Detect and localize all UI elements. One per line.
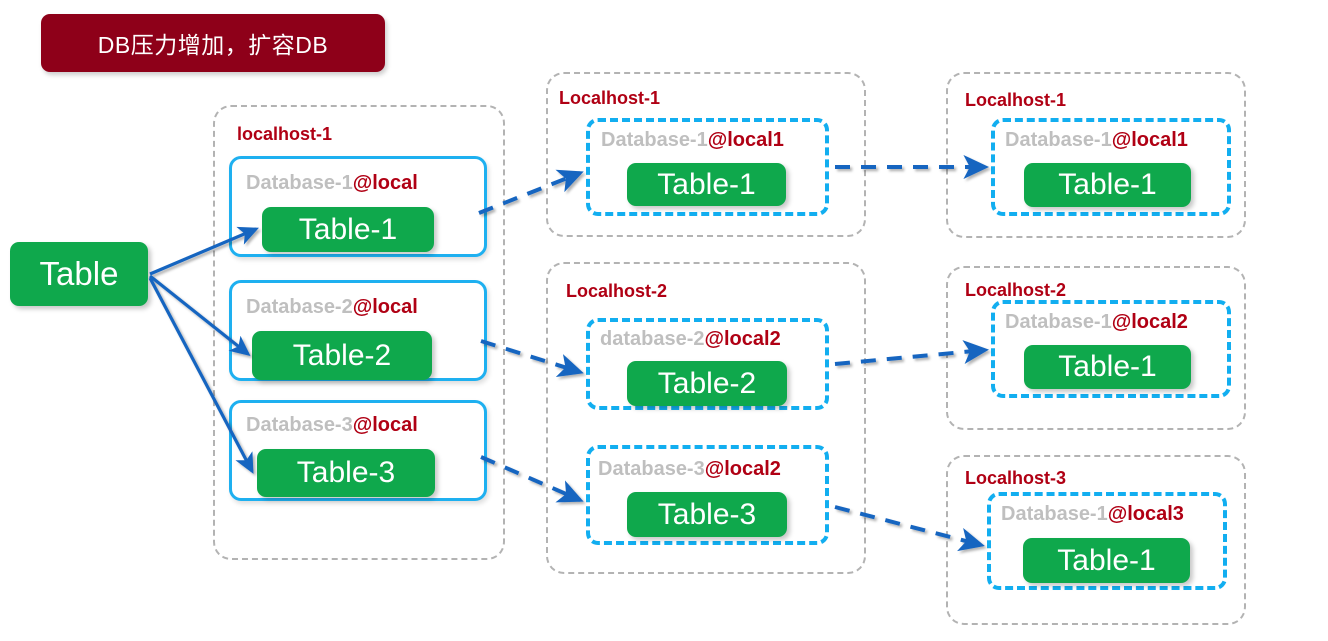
host-group-after-localhost-1	[946, 72, 1246, 238]
db-name-after-1: Database-1	[1005, 129, 1112, 151]
db-host-after-2: @local2	[1111, 311, 1188, 333]
db-box-middle-1	[586, 118, 829, 216]
db-host-before-3: @local	[352, 414, 418, 436]
db-host-before-2: @local	[352, 296, 418, 318]
host-group-middle-localhost-1	[546, 72, 866, 237]
db-label-after-1: Database-1@local1	[1005, 129, 1188, 152]
db-host-middle-2: @local2	[704, 328, 781, 350]
source-table-node: Table	[10, 242, 148, 306]
table-node-after-1: Table-1	[1024, 163, 1191, 207]
db-box-middle-3	[586, 445, 829, 545]
table-label-middle-1: Table-1	[657, 167, 756, 201]
db-host-after-1: @local1	[1111, 129, 1188, 151]
host-label-after-localhost-3: Localhost-3	[965, 468, 1067, 488]
table-label-middle-2: Table-2	[657, 366, 757, 400]
host-label-after-localhost-2: Localhost-2	[965, 280, 1067, 300]
db-label-middle-3: Database-3@local2	[598, 458, 781, 481]
table-node-before-1: Table-1	[262, 207, 434, 252]
host-group-middle-localhost-2	[546, 262, 866, 574]
db-name-middle-1: Database-1	[601, 129, 708, 151]
table-label-after-2: Table-1	[1058, 350, 1157, 383]
table-label-before-3: Table-3	[296, 456, 396, 489]
db-host-middle-3: @local2	[704, 458, 781, 480]
title-banner-text: DB压力增加，扩容DB	[97, 32, 329, 58]
db-name-before-2: Database-2	[246, 296, 353, 318]
db-name-after-3: Database-1	[1001, 503, 1108, 525]
source-table-label: Table	[39, 255, 119, 292]
table-node-middle-1: Table-1	[627, 163, 786, 206]
db-name-after-2: Database-1	[1005, 311, 1112, 333]
table-label-before-2: Table-2	[292, 338, 392, 372]
host-label-after-localhost-1: Localhost-1	[965, 90, 1067, 110]
table-node-middle-2: Table-2	[627, 361, 787, 406]
host-label-middle-localhost-1: Localhost-1	[559, 88, 661, 108]
db-name-middle-2: database-2	[600, 328, 705, 350]
db-name-before-1: Database-1	[246, 172, 353, 194]
table-label-after-1: Table-1	[1058, 168, 1157, 201]
db-host-middle-1: @local1	[707, 129, 784, 151]
db-label-before-2: Database-2@local	[246, 296, 418, 319]
db-label-after-3: Database-1@local3	[1001, 503, 1184, 526]
table-label-after-3: Table-1	[1057, 543, 1156, 577]
table-label-middle-3: Table-3	[657, 497, 757, 531]
table-node-after-2: Table-1	[1024, 345, 1191, 389]
db-host-after-3: @local3	[1107, 503, 1184, 525]
title-banner: DB压力增加，扩容DB	[41, 14, 385, 72]
table-node-before-2: Table-2	[252, 331, 432, 380]
db-host-before-1: @local	[352, 172, 418, 194]
host-group-after-localhost-2	[946, 266, 1246, 430]
host-label-before-localhost-1: localhost-1	[237, 124, 333, 144]
db-label-middle-2: database-2@local2	[600, 328, 781, 351]
db-box-after-2	[991, 300, 1231, 398]
table-node-after-3: Table-1	[1023, 538, 1190, 583]
table-label-before-1: Table-1	[298, 212, 398, 246]
db-label-after-2: Database-1@local2	[1005, 311, 1188, 334]
db-box-middle-2	[586, 318, 829, 410]
db-box-after-3	[987, 492, 1227, 590]
host-label-middle-localhost-2: Localhost-2	[566, 281, 668, 301]
db-label-middle-1: Database-1@local1	[601, 129, 784, 152]
table-node-before-3: Table-3	[257, 449, 435, 497]
db-label-before-3: Database-3@local	[246, 414, 418, 437]
db-label-before-1: Database-1@local	[246, 172, 418, 195]
db-name-middle-3: Database-3	[598, 458, 705, 480]
db-name-before-3: Database-3	[246, 414, 353, 436]
table-node-middle-3: Table-3	[627, 492, 787, 537]
db-box-after-1	[991, 118, 1231, 216]
